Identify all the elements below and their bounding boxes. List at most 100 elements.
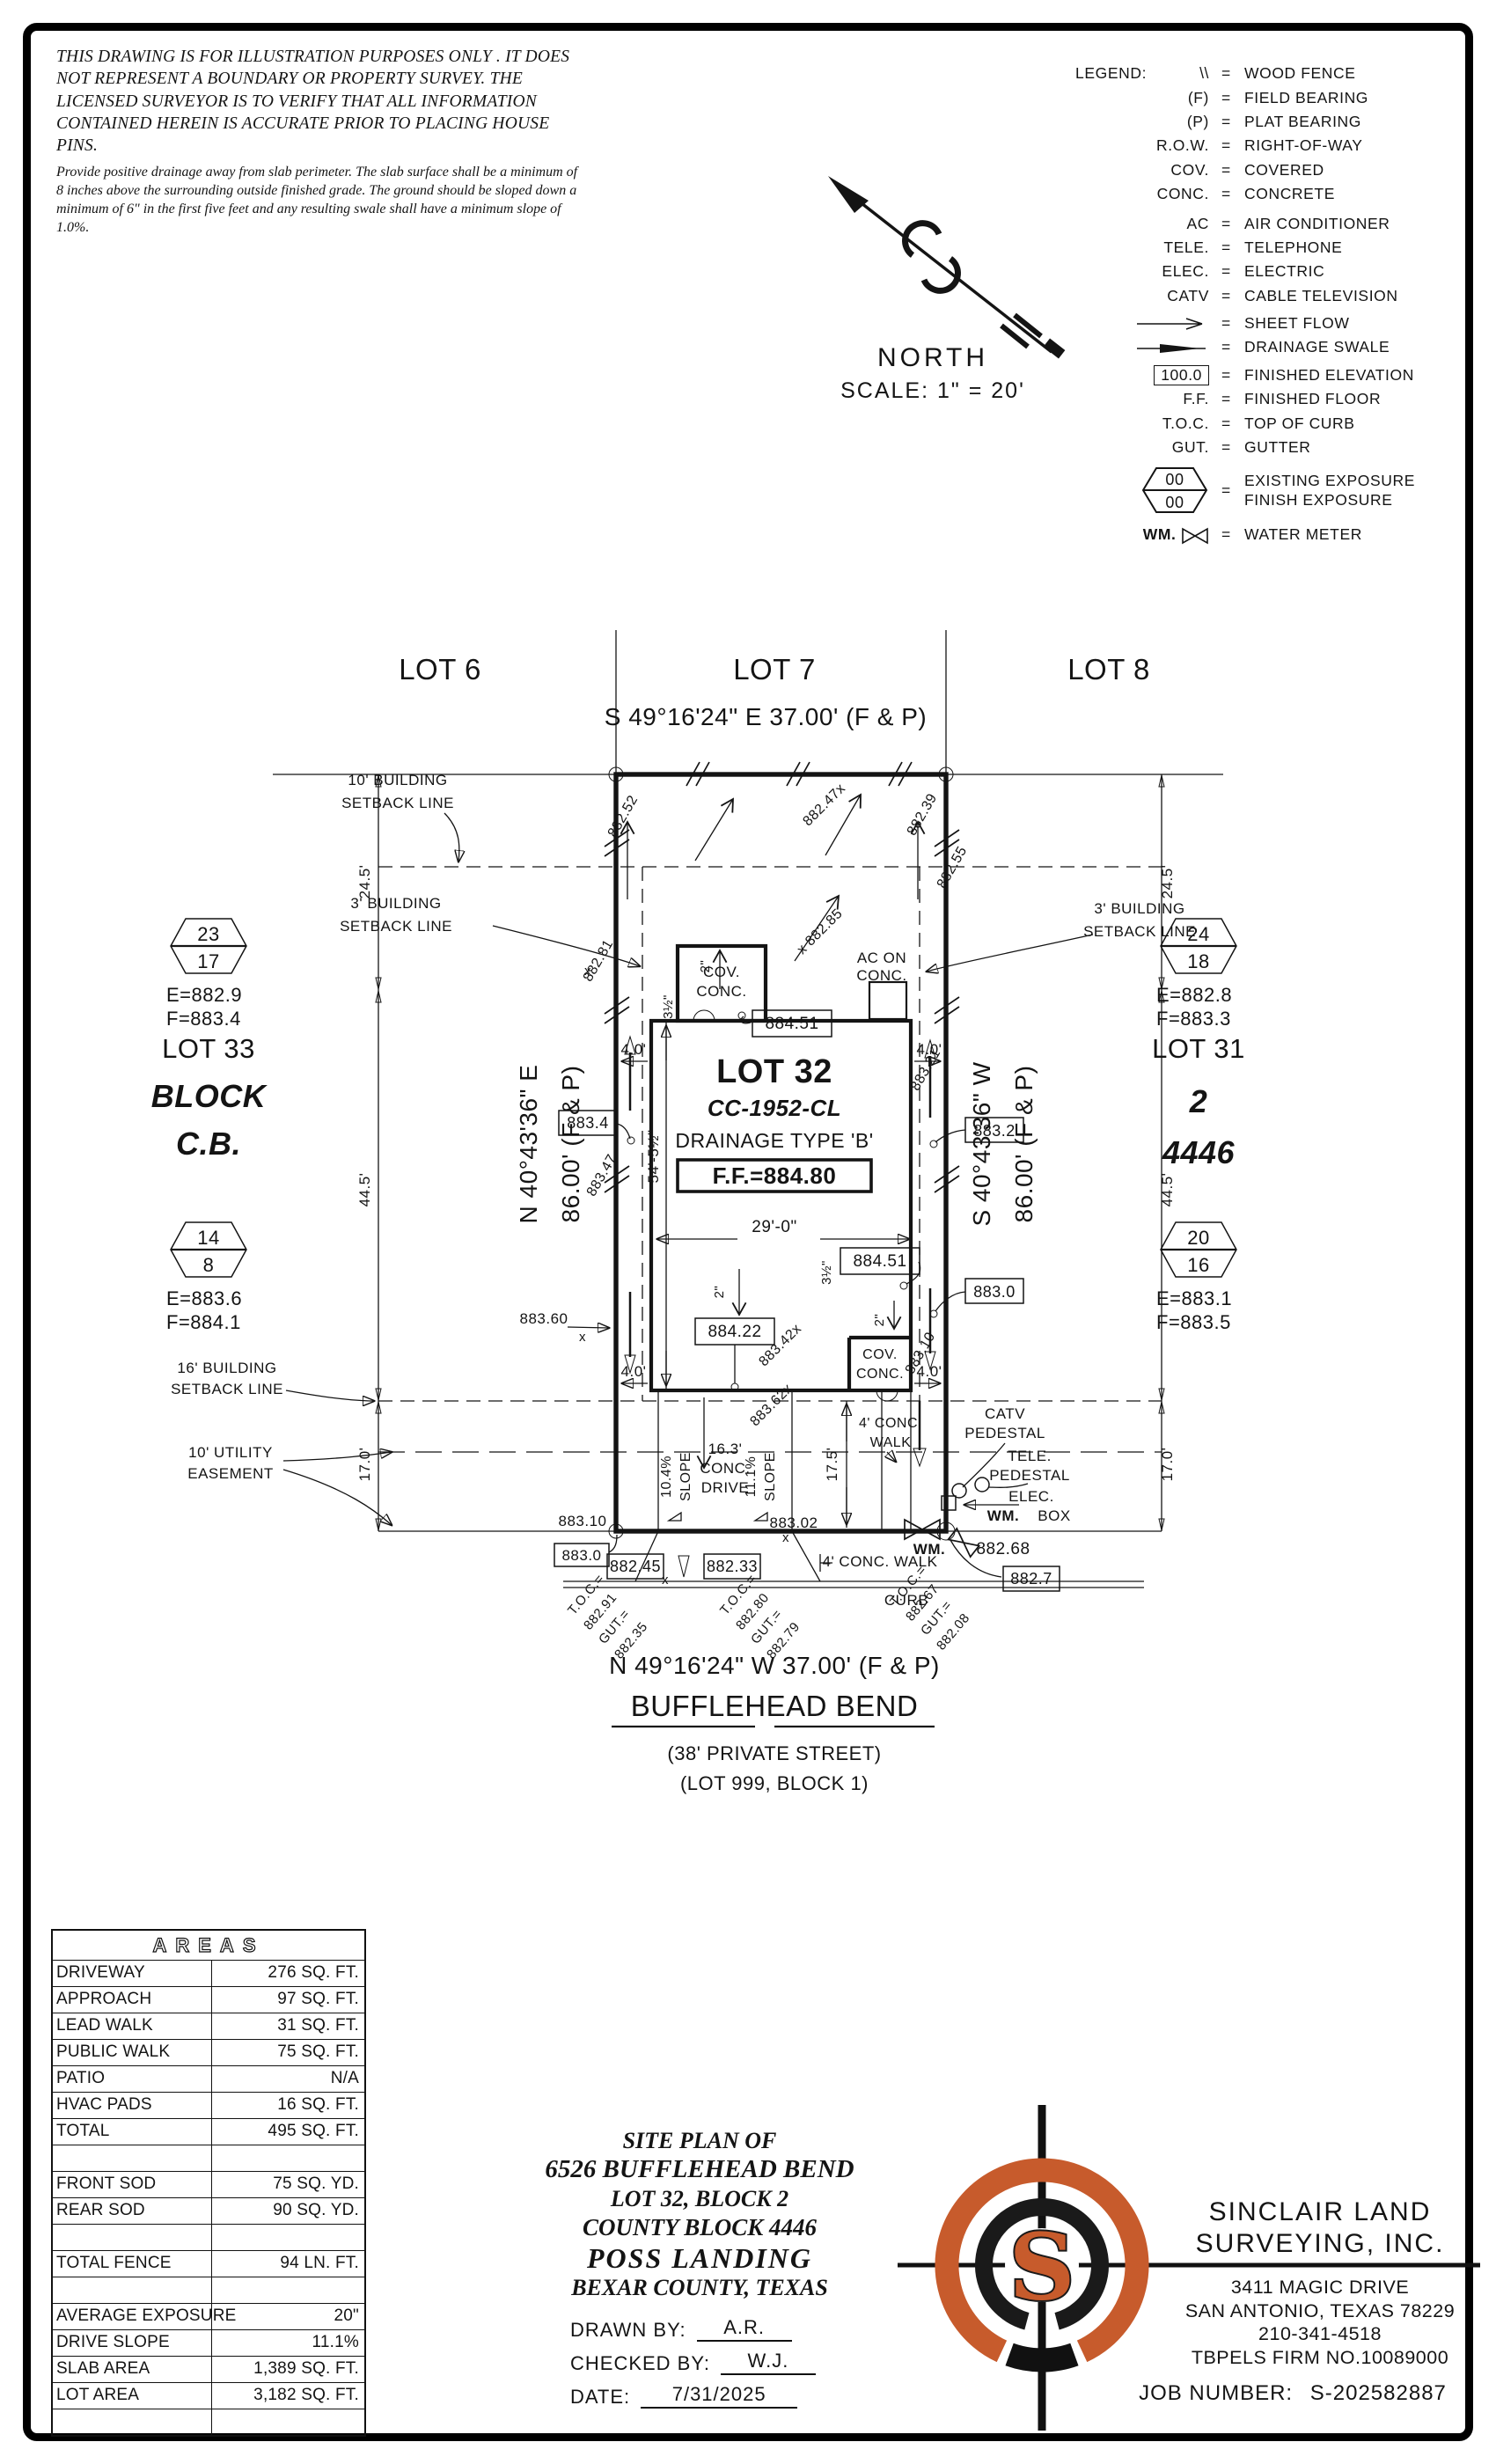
equals: = <box>1221 314 1231 333</box>
equals: = <box>1221 414 1231 432</box>
dim-44-5: 44.5' <box>356 1173 373 1207</box>
street-type: (38' PRIVATE STREET) <box>667 1742 881 1764</box>
lot-32-label: LOT 32 <box>716 1053 832 1090</box>
row-value: 16 SQ. FT. <box>277 2095 359 2114</box>
legend-row: WM. = WATER METER <box>1075 523 1473 546</box>
legend-row: AC=AIR CONDITIONER <box>1075 211 1473 235</box>
row-label <box>53 2277 212 2303</box>
north-arrow-icon <box>828 176 1066 359</box>
equals: = <box>1221 64 1231 83</box>
public-walk-label: 4' CONC. WALK <box>823 1553 938 1570</box>
checked-by-label: CHECKED BY: <box>570 2352 710 2374</box>
firm-city: SAN ANTONIO, TEXAS 78229 <box>1184 2299 1456 2321</box>
surveyor-logo: S <box>898 2105 1480 2431</box>
row-value <box>212 2145 364 2171</box>
row-value: 31 SQ. FT. <box>277 2016 359 2035</box>
legend-row: TELE.=TELEPHONE <box>1075 236 1473 260</box>
drainage-type-label: DRAINAGE TYPE 'B' <box>675 1129 873 1152</box>
equals: = <box>1221 525 1231 544</box>
spot-elevation: 882.39 <box>905 791 941 838</box>
row-label: LOT AREA <box>53 2383 212 2409</box>
site-plan-drawing: LOT 6 LOT 7 LOT 8 S 49°16'24" E 37.00' (… <box>151 630 1244 1794</box>
plat-bearing-symbol: (P) <box>1186 112 1209 130</box>
toc-abbrev: T.O.C. <box>1162 414 1209 432</box>
slope-word: SLOPE <box>763 1452 778 1501</box>
setback-10-label: 10' BUILDING <box>348 772 447 788</box>
block-label: BLOCK <box>151 1078 268 1114</box>
grading-note: Provide positive drainage away from slab… <box>56 164 578 236</box>
firm-name: SINCLAIR LAND SURVEYING, INC. <box>1153 2196 1487 2260</box>
water-meter-label: WM. <box>987 1507 1019 1524</box>
water-meter-bowtie-icon <box>1182 527 1208 545</box>
wm-abbrev: WM. <box>1142 525 1177 544</box>
equals: = <box>1221 185 1231 203</box>
county-state: BEXAR COUNTY, TEXAS <box>571 2275 828 2300</box>
legend-label: PLAT BEARING <box>1244 112 1361 130</box>
equals: = <box>1221 438 1231 457</box>
curb-label: CURB <box>884 1592 928 1609</box>
covered-concrete-label: COV. <box>703 964 740 980</box>
equals: = <box>1221 214 1231 232</box>
legend-label: WATER METER <box>1244 525 1362 544</box>
dim-4ft: 4.0' <box>917 1363 942 1380</box>
spot-elevation: 883.60 <box>520 1310 568 1327</box>
utility-easement-label: EASEMENT <box>187 1465 274 1482</box>
tele-abbrev: TELE. <box>1163 238 1209 256</box>
tele-pedestal-label: TELE. <box>1008 1448 1052 1464</box>
disclaimer-paragraph: THIS DRAWING IS FOR ILLUSTRATION PURPOSE… <box>56 48 570 156</box>
sheet-flow-arrow-icon <box>1075 314 1221 333</box>
row-value: 75 SQ. FT. <box>277 2042 359 2061</box>
legend-label: FINISHED FLOOR <box>1244 390 1382 408</box>
ac-abbrev: AC <box>1186 214 1209 232</box>
table-row <box>53 2409 364 2435</box>
legend-label: ELECTRIC <box>1244 262 1325 281</box>
checked-by-value: W.J. <box>720 2350 816 2375</box>
ff-abbrev: F.F. <box>1183 390 1209 408</box>
county-block-4446: 4446 <box>1162 1134 1236 1170</box>
row-label <box>53 2225 212 2250</box>
finished-elevation-box: 883.2 <box>973 1122 1016 1140</box>
exposure-existing: 23 <box>197 923 219 945</box>
conc-abbrev: CONC. <box>1156 185 1209 203</box>
covered-concrete-label: COV. <box>862 1347 898 1362</box>
legend-row: (F)=FIELD BEARING <box>1075 85 1473 109</box>
table-row: LEAD WALK 31 SQ. FT. <box>53 2013 364 2039</box>
wood-fence-symbol: \\ <box>1199 64 1209 83</box>
dim-24-5: 24.5' <box>1159 865 1176 899</box>
row-abbrev: R.O.W. <box>1156 136 1209 155</box>
dim-3half-in: 3½" <box>661 994 676 1019</box>
setback-16-label: 16' BUILDING <box>177 1360 276 1376</box>
block-2-label: 2 <box>1189 1083 1208 1119</box>
finish-elev: F=884.1 <box>166 1311 241 1333</box>
tele-pedestal-label: PEDESTAL <box>989 1467 1070 1484</box>
row-label: SLAB AREA <box>53 2357 212 2382</box>
water-meter-symbol: WM. <box>1075 525 1221 545</box>
exposure-finish: 8 <box>203 1254 215 1276</box>
x-mark: x <box>782 1530 789 1545</box>
survey-corner-points <box>608 766 956 1541</box>
legend-label: CONCRETE <box>1244 185 1335 203</box>
street-name: BUFFLEHEAD BEND <box>631 1690 919 1722</box>
legend-label: TOP OF CURB <box>1244 414 1355 432</box>
spot-elevation: 883.02 <box>770 1514 818 1531</box>
drawn-by-label: DRAWN BY: <box>570 2319 686 2341</box>
legend-row: F.F.=FINISHED FLOOR <box>1075 387 1473 411</box>
street-lot: (LOT 999, BLOCK 1) <box>680 1772 869 1794</box>
plan-lines <box>273 630 1223 1728</box>
legend-label: FINISHED ELEVATION <box>1244 365 1414 384</box>
catv-abbrev: CATV <box>1167 286 1209 304</box>
row-label: LEAD WALK <box>53 2013 212 2039</box>
finish-elev: F=883.5 <box>1156 1311 1231 1333</box>
elec-abbrev: ELEC. <box>1162 262 1209 281</box>
firm-street: 3411 MAGIC DRIVE <box>1230 2277 1410 2298</box>
spot-elevation: 882.68 <box>976 1540 1030 1558</box>
boxed-elevation: 100.0 <box>1154 364 1209 385</box>
row-label: TOTAL FENCE <box>53 2251 212 2277</box>
legend-label: GUTTER <box>1244 438 1311 457</box>
right-bearing-distance: 86.00' (F & P) <box>1010 1066 1038 1223</box>
dim-4ft: 4.0' <box>917 1041 942 1058</box>
